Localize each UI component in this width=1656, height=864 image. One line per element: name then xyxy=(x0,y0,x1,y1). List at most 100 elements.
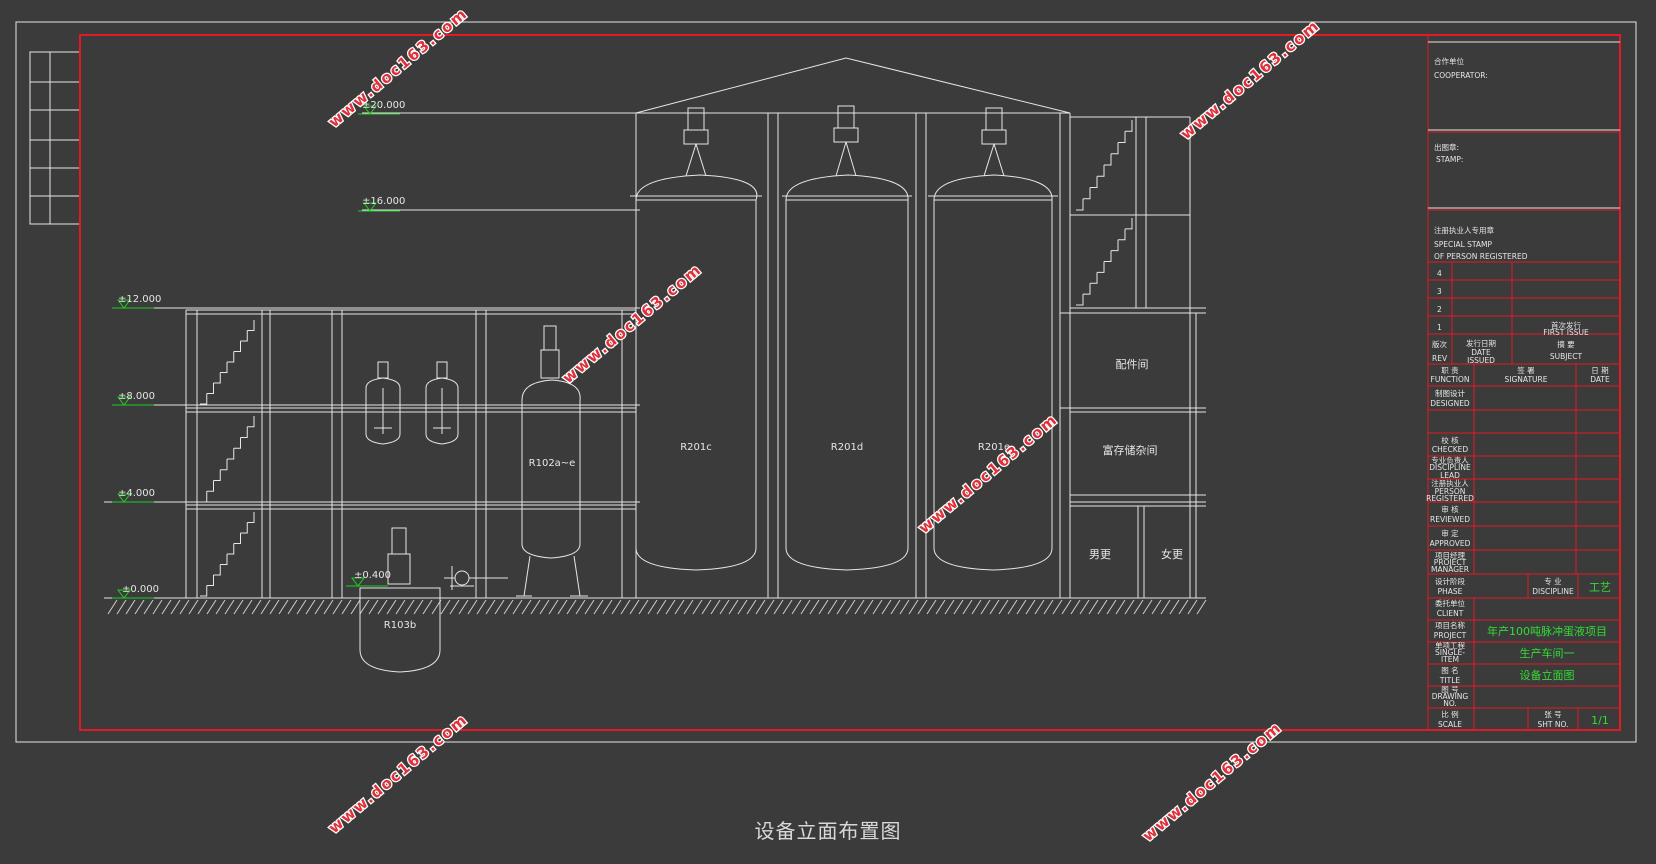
tb-discipline-lead-en1: DISCIPLINE xyxy=(1429,463,1471,472)
tb-person-reg-en1: PERSON xyxy=(1435,487,1466,496)
tb-drawing-no-en1: DRAWING xyxy=(1432,692,1469,701)
elev-8: ±8.000 xyxy=(112,391,155,406)
svg-text:±16.000: ±16.000 xyxy=(362,196,405,207)
tb-approved-cn: 审 定 xyxy=(1441,528,1459,538)
tb-checked-cn: 校 核 xyxy=(1441,435,1459,445)
tb-title-cn: 图 名 xyxy=(1441,665,1458,675)
tb-reviewed-cn: 审 核 xyxy=(1441,504,1459,514)
elev-12: ±12.000 xyxy=(112,294,161,309)
tb-title-value: 设备立面图 xyxy=(1520,668,1575,682)
tb-project-value: 年产100吨脉冲蛋液项目 xyxy=(1487,624,1607,638)
tb-project-en: PROJECT xyxy=(1434,631,1467,640)
tb-designed-cn: 制图设计 xyxy=(1435,388,1465,398)
svg-text:±8.000: ±8.000 xyxy=(118,391,155,402)
svg-text:±0.000: ±0.000 xyxy=(122,584,159,595)
tb-checked-en: CHECKED xyxy=(1432,445,1469,454)
tb-function-cn: 职 责 xyxy=(1441,365,1459,375)
watermark: www.doc163.com xyxy=(325,4,471,131)
tb-discipline-en: DISCIPLINE xyxy=(1532,587,1574,596)
tb-client-cn: 委托单位 xyxy=(1435,598,1465,608)
left-grid xyxy=(29,51,81,225)
label-r201c: R201c xyxy=(680,442,712,453)
room-storage: 富存储杂间 xyxy=(1103,443,1158,457)
title-block xyxy=(1427,35,1620,730)
tb-subject-cn: 摘 要 xyxy=(1557,339,1575,349)
tb-person-reg-cn: 注册执业人 xyxy=(1431,478,1469,488)
tb-discipline-lead-en2: LEAD xyxy=(1440,471,1460,480)
vessel-r102 xyxy=(516,325,588,597)
tb-date-issued-en2: ISSUED xyxy=(1467,356,1495,365)
tb-approved-en: APPROVED xyxy=(1430,539,1471,548)
tb-phase-en: PHASE xyxy=(1438,587,1463,596)
tb-pm-en2: MANAGER xyxy=(1431,565,1469,574)
tank-building xyxy=(635,57,1071,598)
tank-r201e xyxy=(928,174,1058,571)
tank-r201c xyxy=(630,174,762,571)
annex xyxy=(1060,116,1206,598)
tb-title-en: TITLE xyxy=(1439,676,1461,685)
elev-16: ±16.000 xyxy=(358,196,405,212)
tb-discipline-cn: 专 业 xyxy=(1544,576,1562,586)
tb-special-en1: SPECIAL STAMP xyxy=(1434,240,1493,249)
tb-sht-cn: 张 号 xyxy=(1544,710,1561,719)
pump xyxy=(444,566,508,590)
tb-signature-en: SIGNATURE xyxy=(1505,375,1548,384)
label-r103: R103b xyxy=(384,620,416,631)
tb-rev3: 3 xyxy=(1437,287,1442,296)
tb-pm-en1: PROJECT xyxy=(1434,558,1467,567)
tb-special-en2: OF PERSON REGISTERED xyxy=(1434,252,1528,261)
ground xyxy=(104,597,1207,615)
tb-rev-en: REV xyxy=(1432,354,1448,363)
tb-reviewed-en: REVIEWED xyxy=(1430,515,1470,524)
tb-item-value: 生产车间一 xyxy=(1520,646,1575,660)
tb-first-issue-en: FIRST ISSUE xyxy=(1543,328,1589,337)
tb-date-issued-cn: 发行日期 xyxy=(1466,338,1496,348)
vessel-r103 xyxy=(359,527,441,673)
tb-item-en2: ITEM xyxy=(1441,655,1459,664)
elev-0: ±0.000 xyxy=(112,584,159,599)
tb-signature-cn: 签 署 xyxy=(1517,365,1535,375)
tb-person-reg-en2: REGISTERED xyxy=(1426,494,1474,503)
tb-subject-en: SUBJECT xyxy=(1550,352,1583,361)
room-women: 女更 xyxy=(1161,547,1183,561)
label-r102: R102a~e xyxy=(529,458,576,469)
tb-drawing-no-cn: 图 号 xyxy=(1441,685,1458,694)
label-r201e: R201e xyxy=(978,442,1010,453)
elevation-markers: ±20.000 ±16.000 ±12.000 ±8.000 ±4.000 ±0… xyxy=(112,100,405,599)
tb-cooperator-cn: 合作单位 xyxy=(1434,56,1464,66)
tb-rev2: 2 xyxy=(1437,305,1442,314)
tb-discipline-lead-cn: 专业负责人 xyxy=(1431,455,1469,465)
svg-text:±12.000: ±12.000 xyxy=(118,294,161,305)
left-frame xyxy=(185,309,637,598)
watermark: www.doc163.com xyxy=(559,260,705,387)
sheet-border xyxy=(15,21,1637,743)
small-vessels xyxy=(365,361,459,445)
room-men: 男更 xyxy=(1089,548,1111,561)
elev-20: ±20.000 xyxy=(358,100,405,115)
svg-text:±20.000: ±20.000 xyxy=(362,100,405,111)
tb-scale-cn: 比 例 xyxy=(1441,709,1458,719)
tb-scale-en: SCALE xyxy=(1438,720,1462,729)
elev-0-4: ±0.400 xyxy=(346,570,391,587)
svg-text:±4.000: ±4.000 xyxy=(118,488,155,499)
red-frame xyxy=(79,34,1621,731)
tb-rev4: 4 xyxy=(1437,269,1442,278)
tb-pm-cn: 项目经理 xyxy=(1435,550,1465,560)
elevation-lines xyxy=(104,112,640,503)
tb-stamp-cn: 出图章: xyxy=(1434,142,1459,152)
tb-client-en: CLIENT xyxy=(1437,609,1464,618)
tb-drawing-no-en2: NO. xyxy=(1443,699,1457,708)
tb-sht-value: 1/1 xyxy=(1591,714,1609,727)
tb-item-cn: 单项工程 xyxy=(1435,640,1465,650)
tb-sht-en: SHT NO. xyxy=(1538,720,1569,729)
tb-discipline-value: 工艺 xyxy=(1589,581,1611,594)
watermark: www.doc163.com xyxy=(915,410,1061,537)
tb-phase-cn: 设计阶段 xyxy=(1435,576,1465,586)
tank-r201d xyxy=(782,174,912,571)
svg-text:±0.400: ±0.400 xyxy=(354,570,391,581)
elev-4: ±4.000 xyxy=(112,488,155,503)
drawing-caption: 设备立面布置图 xyxy=(754,819,902,843)
tb-date-cn: 日 期 xyxy=(1591,366,1608,375)
tb-cooperator-en: COOPERATOR: xyxy=(1434,71,1488,80)
